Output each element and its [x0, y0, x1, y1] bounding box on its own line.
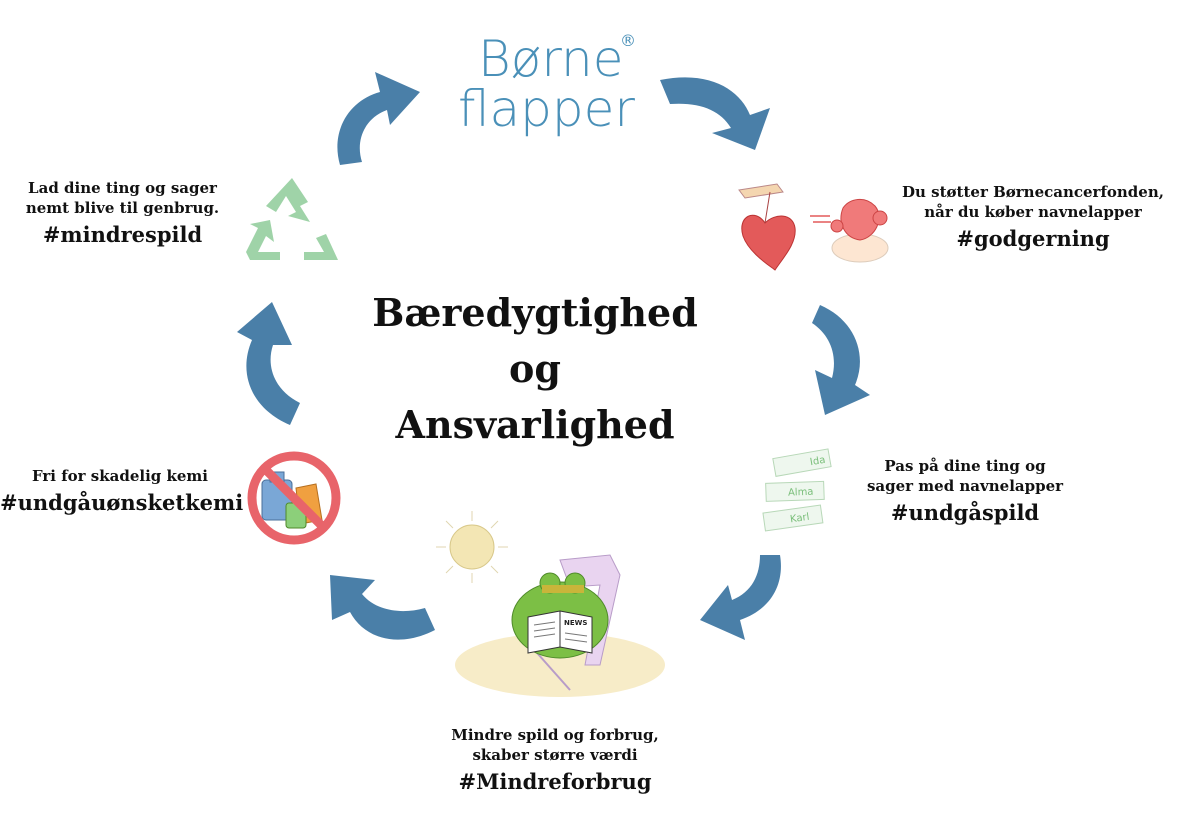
heart-lobster-illustration	[738, 183, 889, 271]
logo-line-1: Børne	[478, 30, 623, 88]
hashtag-kemi: #undgåuønsketkemi	[0, 490, 244, 515]
arrow-bottom-right	[700, 555, 781, 640]
hashtag-mindreforbrug: #Mindreforbrug	[458, 769, 652, 794]
arrow-top-left	[337, 72, 420, 165]
caption-undgaaspild: Pas på dine ting og sager med navnelappe…	[850, 456, 1080, 528]
arrow-top-right	[660, 77, 770, 150]
registered-mark: ®	[620, 31, 636, 50]
caption-mindreforbrug-line-1: Mindre spild og forbrug,	[451, 726, 659, 744]
prohibit-icon	[247, 451, 341, 545]
hashtag-mindrespild: #mindrespild	[42, 222, 203, 247]
arrow-bottom-left	[330, 575, 435, 640]
name-labels-illustration: Ida Alma Karl	[762, 448, 832, 532]
label-name-1: Ida	[809, 455, 826, 469]
heart-icon	[741, 214, 796, 271]
logo-line-2: flapper	[458, 80, 635, 138]
caption-undgaaspild-line-1: Pas på dine ting og	[884, 457, 1046, 475]
label-name-3: Karl	[789, 512, 810, 526]
center-title-line-3: Ansvarlighed	[395, 402, 675, 447]
sun-icon	[436, 511, 508, 583]
sand	[455, 633, 665, 697]
center-title-line-2: og	[509, 346, 561, 391]
newspaper-text: NEWS	[564, 619, 587, 627]
caption-mindreforbrug: Mindre spild og forbrug, skaber større v…	[420, 725, 690, 797]
hashtag-godgerning: #godgerning	[956, 226, 1110, 251]
caption-kemi-line-1: Fri for skadelig kemi	[32, 467, 208, 485]
label-name-2: Alma	[788, 487, 814, 499]
caption-mindrespild-line-2: nemt blive til genbrug.	[25, 199, 220, 217]
hashtag-undgaaspild: #undgåspild	[890, 500, 1040, 525]
recycle-icon	[246, 178, 338, 260]
arrow-right	[812, 305, 870, 415]
caption-godgerning-line-2: når du køber navnelapper	[924, 203, 1142, 221]
bornelapper-logo: Børne flapper ®	[440, 18, 660, 138]
center-title-line-1: Bæredygtighed	[372, 290, 698, 335]
caption-mindrespild-line-1: Lad dine ting og sager	[28, 179, 217, 197]
caption-mindreforbrug-line-2: skaber større værdi	[472, 746, 638, 764]
lobster-icon	[810, 199, 889, 263]
no-chemicals-illustration	[247, 451, 341, 545]
caption-godgerning: Du støtter Børnecancerfonden, når du køb…	[888, 182, 1178, 254]
caption-undgaaspild-line-2: sager med navnelapper	[866, 477, 1064, 495]
caption-mindrespild: Lad dine ting og sager nemt blive til ge…	[0, 178, 245, 250]
caption-kemi: Fri for skadelig kemi #undgåuønsketkemi	[0, 466, 244, 518]
arrow-left	[237, 302, 300, 425]
center-title: Bæredygtighed og Ansvarlighed	[360, 285, 710, 453]
logo-graphic: Børne flapper ®	[458, 30, 636, 138]
frog-sun-illustration: NEWS	[436, 511, 665, 697]
newspaper-icon: NEWS	[527, 610, 593, 654]
caption-godgerning-line-1: Du støtter Børnecancerfonden,	[902, 183, 1164, 201]
